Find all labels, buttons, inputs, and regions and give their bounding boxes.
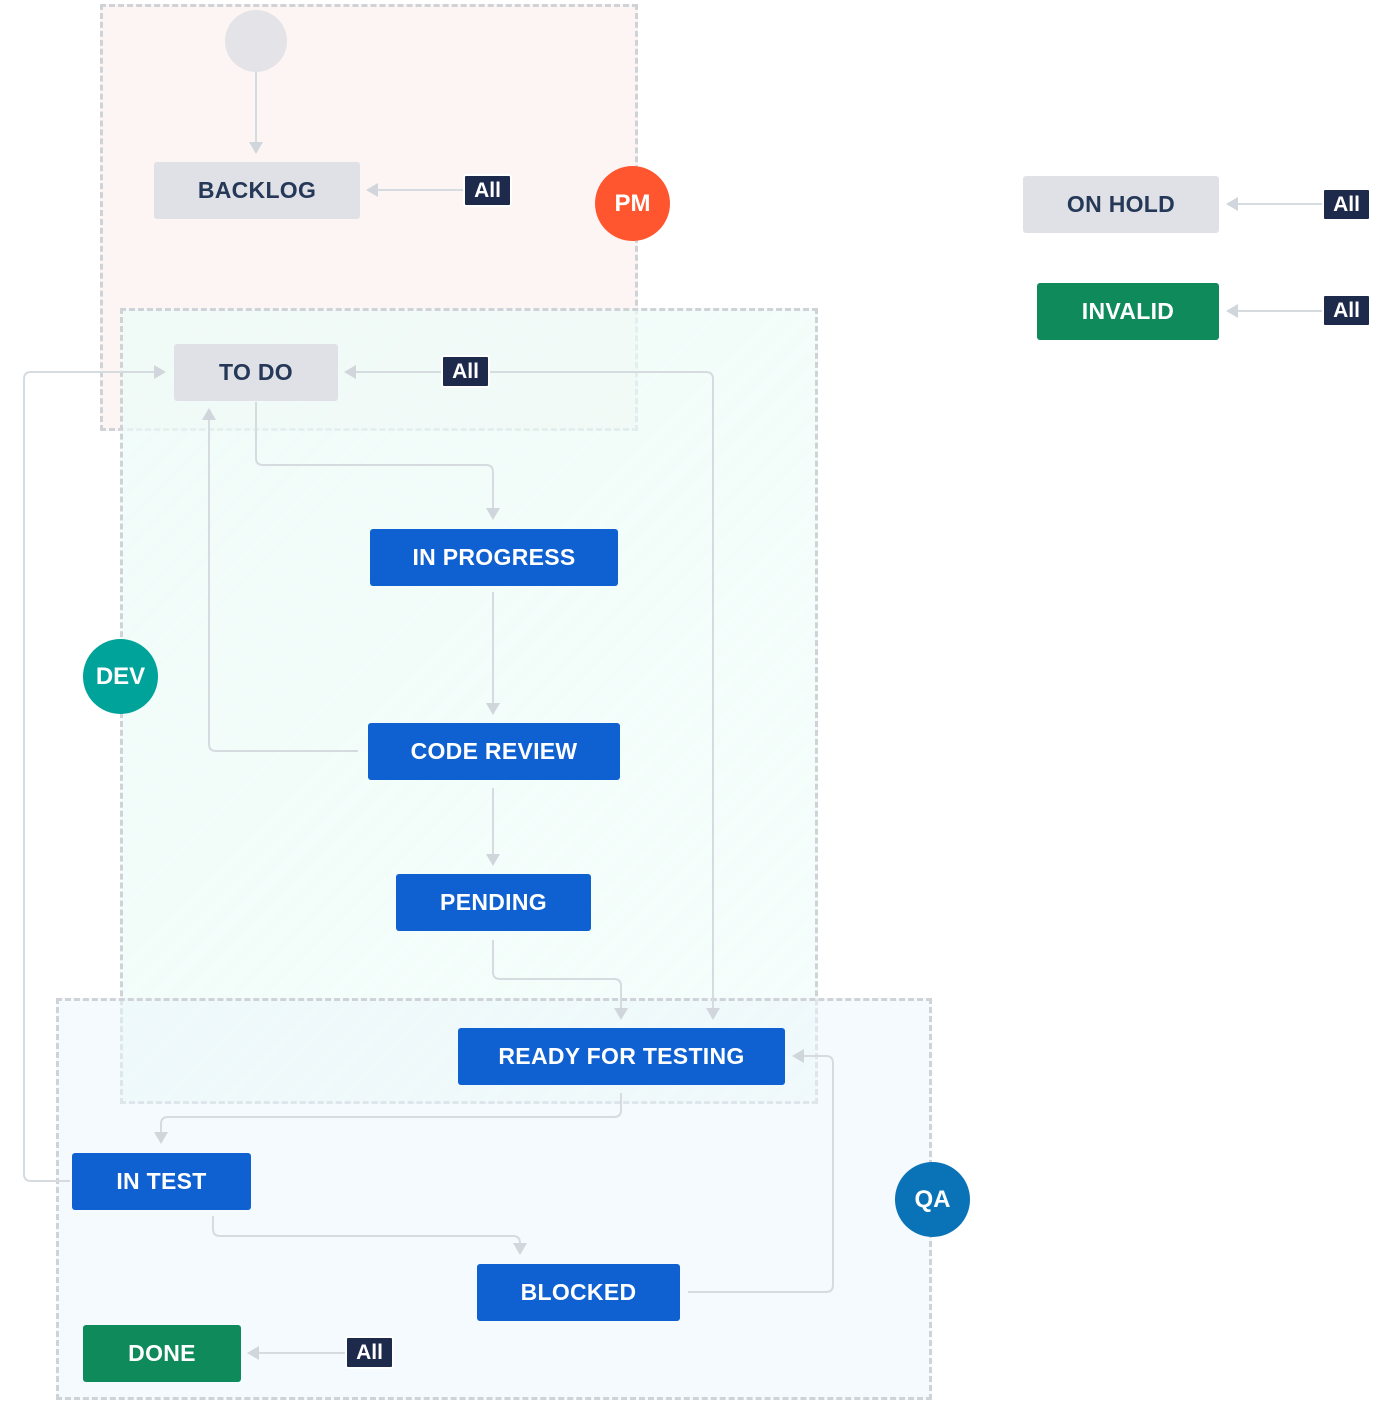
status-pending[interactable]: PENDING — [396, 874, 591, 931]
edge-intest-todo — [23, 365, 166, 1182]
status-backlog[interactable]: BACKLOG — [154, 162, 360, 219]
all-transition-invalid[interactable]: All — [1322, 294, 1371, 327]
edge-codereview-todo — [202, 408, 358, 752]
pm-role-badge: PM — [595, 166, 670, 241]
all-transition-on-hold[interactable]: All — [1322, 188, 1371, 221]
edge-todo-inprogress — [255, 402, 500, 520]
edge-intest-blocked — [212, 1216, 527, 1255]
all-transition-to-do[interactable]: All — [441, 355, 490, 388]
status-code-review[interactable]: CODE REVIEW — [368, 723, 620, 780]
status-done[interactable]: DONE — [83, 1325, 241, 1382]
all-transition-done[interactable]: All — [345, 1336, 394, 1369]
edge-todo-ready — [488, 371, 720, 1020]
qa-role-badge: QA — [895, 1162, 970, 1237]
dev-zone — [120, 308, 818, 1104]
edge-blocked-ready — [688, 1049, 834, 1293]
status-blocked[interactable]: BLOCKED — [477, 1264, 680, 1321]
status-in-test[interactable]: IN TEST — [72, 1153, 251, 1210]
status-invalid[interactable]: INVALID — [1037, 283, 1219, 340]
status-in-progress[interactable]: IN PROGRESS — [370, 529, 618, 586]
edge-ready-intest — [154, 1093, 622, 1144]
status-to-do[interactable]: TO DO — [174, 344, 338, 401]
edge-pending-ready — [492, 940, 628, 1020]
status-on-hold[interactable]: ON HOLD — [1023, 176, 1219, 233]
start-node — [225, 10, 287, 72]
dev-role-badge: DEV — [83, 639, 158, 714]
status-ready-for-testing[interactable]: READY FOR TESTING — [458, 1028, 785, 1085]
all-transition-backlog[interactable]: All — [463, 174, 512, 207]
